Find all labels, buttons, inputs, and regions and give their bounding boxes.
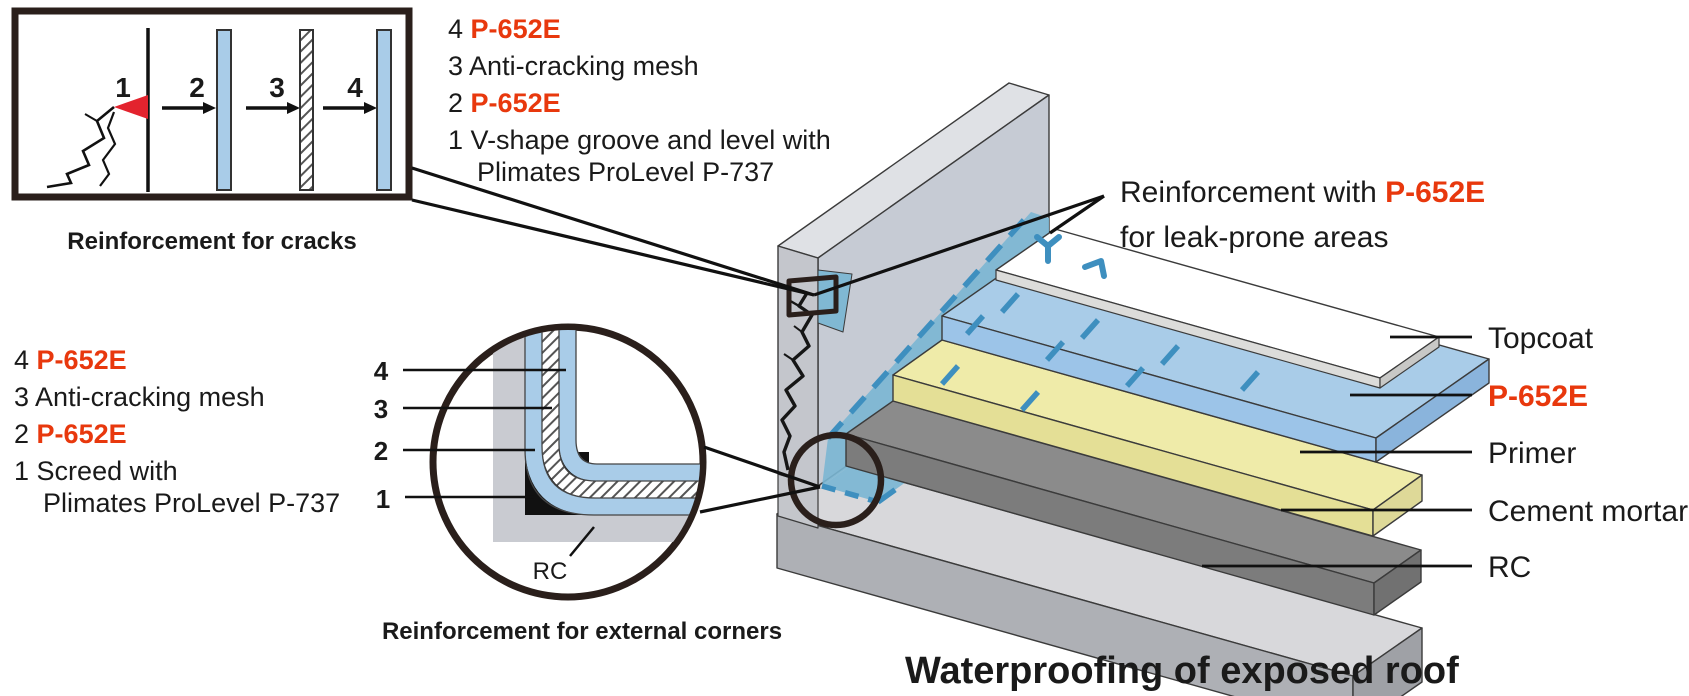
detail-number-1: 1 bbox=[375, 484, 391, 514]
item-number: 3 bbox=[448, 51, 464, 81]
topcoat-marks bbox=[1034, 234, 1107, 279]
cracks-panel-caption: Reinforcement for cracks bbox=[67, 228, 357, 255]
item-text: P-652E bbox=[470, 88, 561, 118]
step-number-3: 3 bbox=[269, 72, 285, 103]
item-text: Screed with bbox=[36, 456, 178, 486]
roof-3d-graphic bbox=[776, 82, 1490, 696]
crack-wedge-icon bbox=[114, 95, 148, 119]
item-number: 4 bbox=[448, 14, 464, 44]
mesh-band-3 bbox=[542, 330, 700, 498]
item-number: 1 bbox=[14, 456, 30, 486]
layer-label-rc: RC bbox=[1488, 551, 1532, 584]
list-item-continuation: Plimates ProLevel P-737 bbox=[43, 488, 341, 518]
item-number: 4 bbox=[14, 345, 30, 375]
list-item-continuation: Plimates ProLevel P-737 bbox=[477, 157, 775, 187]
item-text: P-652E bbox=[36, 419, 127, 449]
list-item: 4 P-652E bbox=[448, 14, 561, 45]
list-item: 4 P-652E bbox=[14, 345, 127, 376]
layer-label-topcoat: Topcoat bbox=[1488, 322, 1594, 355]
item-number: 3 bbox=[14, 382, 30, 412]
corner-callout-circle bbox=[787, 431, 885, 529]
corner-detail-graphic bbox=[429, 323, 707, 601]
coat-band-4 bbox=[559, 330, 700, 481]
rc-leader-line bbox=[569, 526, 595, 557]
leader-lines bbox=[403, 166, 1472, 568]
corner-detail-caption: Reinforcement for external corners bbox=[381, 618, 783, 645]
callout-line-2: for leak-prone areas bbox=[1120, 221, 1389, 254]
step-number-1: 1 bbox=[115, 72, 131, 103]
item-number: 2 bbox=[14, 419, 30, 449]
list-item: 1 V-shape groove and level with bbox=[448, 125, 831, 156]
item-number: 1 bbox=[448, 125, 464, 155]
item-text: P-652E bbox=[470, 14, 561, 44]
step-number-4: 4 bbox=[347, 72, 363, 103]
crack-callout-rectangle bbox=[786, 274, 839, 318]
layer-label-primer: Primer bbox=[1488, 437, 1577, 470]
callout-line-1: Reinforcement with P-652E bbox=[1120, 170, 1485, 215]
diagram-title: Waterproofing of exposed roof bbox=[905, 650, 1459, 692]
coat-bar-4 bbox=[376, 29, 392, 191]
layer-label-cement-mortar: Cement mortar bbox=[1488, 495, 1689, 528]
detail-number-2: 2 bbox=[373, 436, 389, 466]
list-item: 2 P-652E bbox=[448, 88, 561, 119]
membrane-dashes bbox=[939, 292, 1261, 412]
list-item: 1 Screed with bbox=[14, 456, 178, 487]
roof-callout-label: Reinforcement with P-652E for leak-prone… bbox=[1120, 170, 1485, 260]
coat-bar-2 bbox=[216, 29, 232, 191]
item-text: P-652E bbox=[36, 345, 127, 375]
detail-number-4: 4 bbox=[373, 356, 389, 386]
layer-label-p652e: P-652E bbox=[1488, 380, 1589, 413]
detail-number-3: 3 bbox=[373, 394, 389, 424]
callout-prefix: Reinforcement with bbox=[1120, 176, 1386, 209]
list-item: 2 P-652E bbox=[14, 419, 127, 450]
item-text: Anti-cracking mesh bbox=[469, 51, 699, 81]
crack-lines-icon bbox=[46, 105, 117, 189]
list-item: 3 Anti-cracking mesh bbox=[14, 382, 265, 413]
cracks-panel-graphic bbox=[11, 7, 413, 201]
list-item: 3 Anti-cracking mesh bbox=[448, 51, 699, 82]
mesh-bar-3 bbox=[299, 29, 314, 191]
callout-highlight: P-652E bbox=[1385, 176, 1486, 209]
item-text: V-shape groove and level with bbox=[470, 125, 831, 155]
item-number: 2 bbox=[448, 88, 464, 118]
step-number-2: 2 bbox=[189, 72, 205, 103]
rc-substrate-label: RC bbox=[532, 558, 568, 585]
item-text: Anti-cracking mesh bbox=[35, 382, 265, 412]
